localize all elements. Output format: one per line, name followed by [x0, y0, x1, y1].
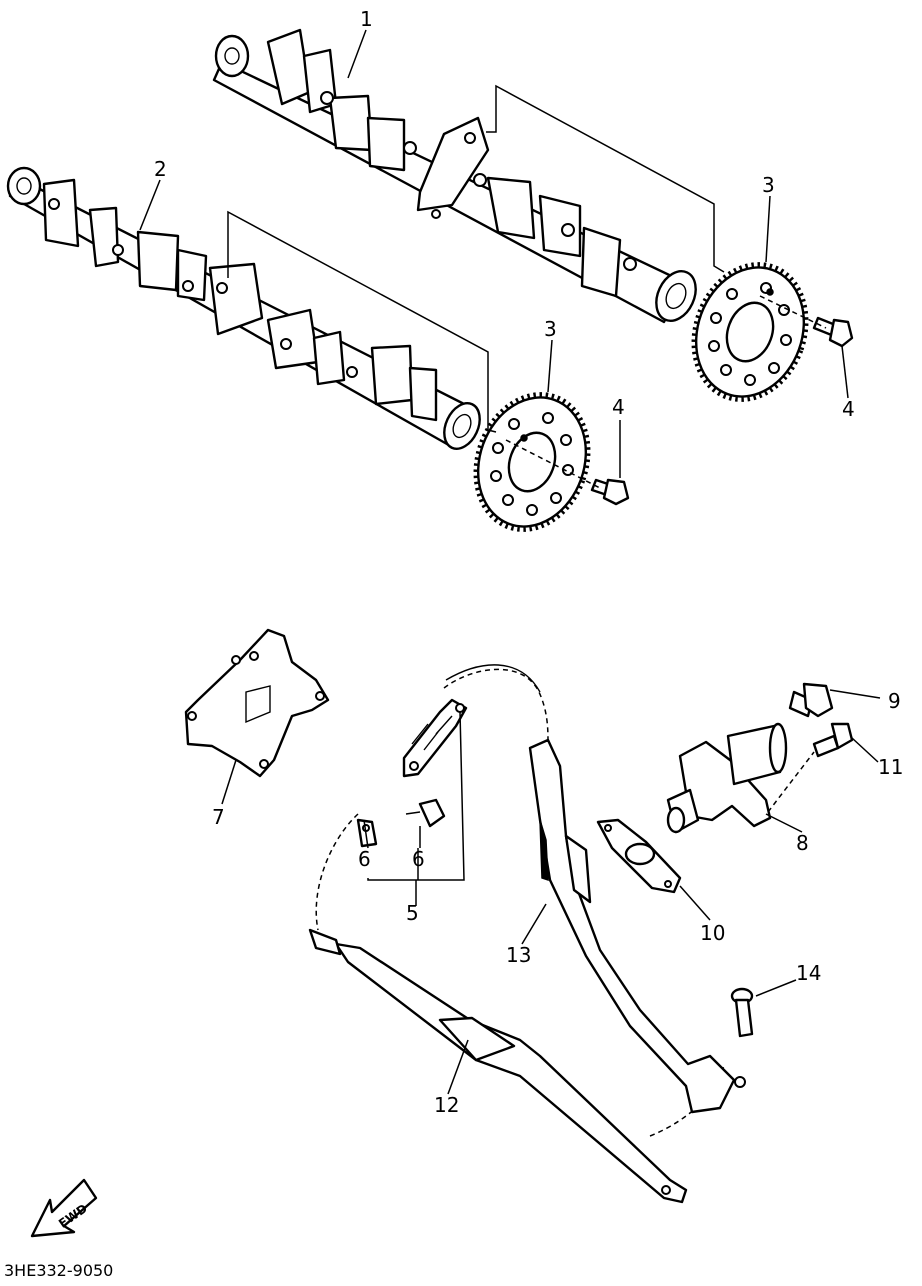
callout-2: 2 — [154, 157, 167, 181]
callout-4-lower: 4 — [612, 395, 625, 419]
chain-guide-exhaust-part-13 — [528, 738, 746, 1114]
cam-chain-part-5 — [402, 698, 468, 778]
sprocket-bolt-lower-part-4 — [590, 478, 630, 506]
forward-arrow-icon: FWD — [30, 1178, 98, 1238]
camshaft-lower-part-2 — [6, 166, 481, 450]
callout-12: 12 — [434, 1093, 459, 1117]
cam-sprocket-lower-part-3 — [473, 392, 591, 532]
chain-guide-intake-part-12 — [308, 928, 688, 1204]
callout-8: 8 — [796, 831, 809, 855]
callout-5: 5 — [406, 901, 419, 925]
assembly-reference-lines — [227, 84, 827, 489]
callout-3-lower: 3 — [544, 317, 557, 341]
callout-6-plate: 6 — [358, 847, 371, 871]
tensioner-bolt-part-11 — [767, 722, 854, 813]
chain-tensioner-part-8 — [666, 722, 788, 834]
drawing-code: 3HE332-9050 — [4, 1261, 113, 1280]
guide-bolt-part-14 — [730, 987, 754, 1038]
chain-joint-pin-part-6 — [405, 798, 446, 828]
callout-6-pin: 6 — [412, 847, 425, 871]
callout-7: 7 — [212, 805, 225, 829]
callout-14: 14 — [796, 961, 821, 985]
callout-9: 9 — [888, 689, 901, 713]
callout-4-upper: 4 — [842, 397, 855, 421]
camshaft-upper-part-1 — [212, 28, 697, 324]
tensioner-cap-bolt-part-9 — [788, 682, 834, 718]
callout-labels: 1 2 3 3 4 4 5 6 6 7 8 9 10 11 12 13 14 — [154, 7, 903, 1117]
sprocket-bolt-upper-part-4 — [812, 316, 854, 348]
chain-guide-top-part-7 — [184, 628, 330, 778]
callout-leaders — [139, 29, 881, 1095]
callout-1: 1 — [360, 7, 373, 31]
cam-sprocket-upper-part-3 — [691, 262, 809, 402]
callout-3-upper: 3 — [762, 173, 775, 197]
callout-13: 13 — [506, 943, 531, 967]
callout-10: 10 — [700, 921, 725, 945]
callout-11: 11 — [878, 755, 903, 779]
tensioner-gasket-part-10 — [596, 818, 682, 894]
chain-path — [315, 664, 725, 1137]
